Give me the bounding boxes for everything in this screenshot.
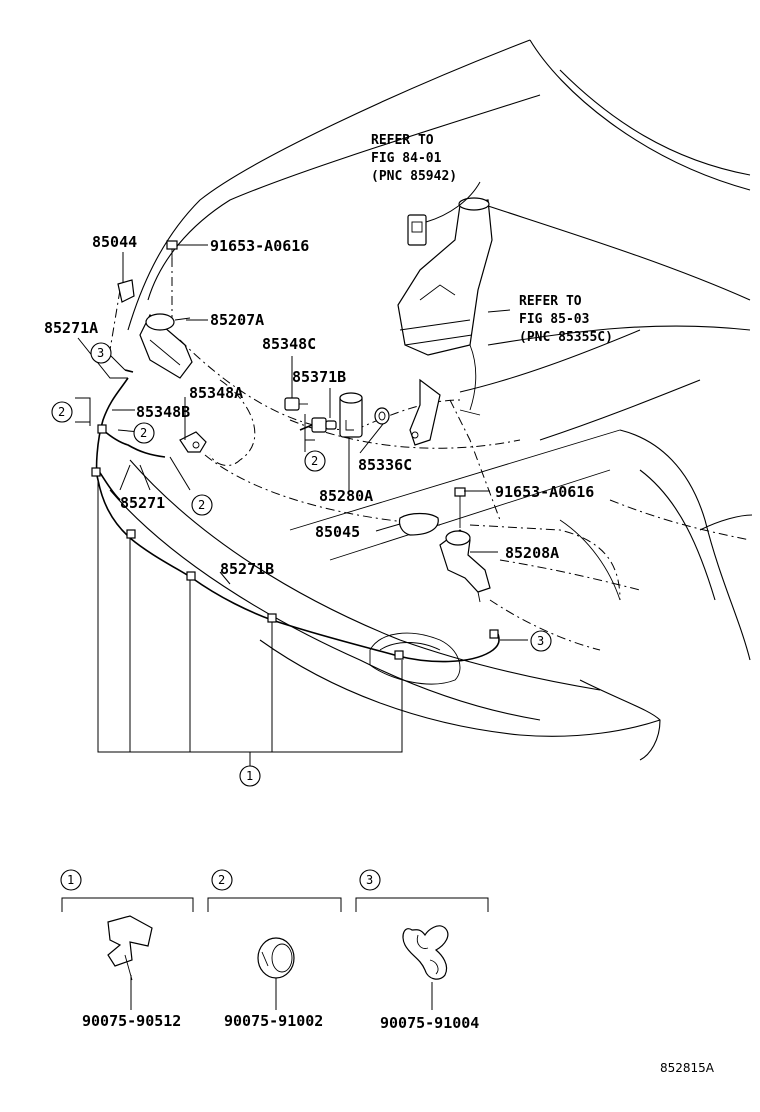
label-85348C: 85348C xyxy=(262,335,316,353)
callout-2-pump: 2 xyxy=(304,450,326,472)
refer-2-line2: FIG 85-03 xyxy=(519,312,589,327)
refer-1-line1: REFER TO xyxy=(371,133,434,148)
label-91653-top: 91653-A0616 xyxy=(210,237,309,255)
callout-2-lower: 2 xyxy=(191,494,213,516)
svg-text:2: 2 xyxy=(311,454,318,468)
label-85336C: 85336C xyxy=(358,456,412,474)
label-85271B: 85271B xyxy=(220,560,274,578)
refer-1-line3: (PNC 85942) xyxy=(371,169,457,184)
label-85271A: 85271A xyxy=(44,319,98,337)
check-valve-85348A xyxy=(179,431,207,453)
bolt-top xyxy=(166,240,178,258)
callout-3-left: 3 xyxy=(90,342,112,364)
callout-circles: 3 2 2 2 2 3 1 xyxy=(51,342,552,787)
figure-code: 852815A xyxy=(660,1061,715,1075)
svg-text:3: 3 xyxy=(97,346,104,360)
hose-clip-icon xyxy=(257,937,295,979)
svg-text:1: 1 xyxy=(67,873,74,887)
legend: 1 90075-90512 2 90075-91002 3 xyxy=(60,869,489,1032)
callout-3-right: 3 xyxy=(530,630,552,652)
legend-part-3: 90075-91004 xyxy=(380,1014,479,1032)
label-85348B: 85348B xyxy=(136,403,190,421)
label-85348A: 85348A xyxy=(189,384,243,402)
label-85045: 85045 xyxy=(315,523,360,541)
spring-clip-icon xyxy=(402,925,449,980)
label-85371B: 85371B xyxy=(292,368,346,386)
washer-tank xyxy=(397,197,493,446)
nozzle-cover-right xyxy=(398,512,439,536)
svg-text:3: 3 xyxy=(537,634,544,648)
check-valve-85348C xyxy=(284,397,308,411)
clamp-icon xyxy=(107,915,153,981)
legend-part-1: 90075-90512 xyxy=(82,1012,181,1030)
washer-hose xyxy=(91,369,500,663)
refer-note-1: REFER TO FIG 84-01 (PNC 85942) xyxy=(371,133,457,184)
joint-85371B xyxy=(299,417,337,433)
part-labels: 85044 91653-A0616 85271A 85207A 85348C 8… xyxy=(44,233,594,578)
headlamp-washer-nozzle-left xyxy=(139,313,193,379)
headlamp-washer-nozzle-right xyxy=(439,487,491,603)
svg-text:2: 2 xyxy=(140,426,147,440)
svg-text:2: 2 xyxy=(218,873,225,887)
washer-pump-assembly xyxy=(339,392,390,438)
svg-text:2: 2 xyxy=(58,405,65,419)
callout-2-left: 2 xyxy=(51,401,73,423)
label-leaders xyxy=(75,181,641,766)
label-85207A: 85207A xyxy=(210,311,264,329)
legend-item-3: 3 90075-91004 xyxy=(355,869,489,1032)
svg-text:2: 2 xyxy=(198,498,205,512)
refer-2-line3: (PNC 85355C) xyxy=(519,330,613,345)
label-85208A: 85208A xyxy=(505,544,559,562)
label-91653-right: 91653-A0616 xyxy=(495,483,594,501)
svg-text:3: 3 xyxy=(366,873,373,887)
svg-text:1: 1 xyxy=(246,769,253,783)
callout-2-center: 2 xyxy=(133,422,155,444)
nozzle-cover xyxy=(117,279,135,303)
legend-part-2: 90075-91002 xyxy=(224,1012,323,1030)
refer-note-2: REFER TO FIG 85-03 (PNC 85355C) xyxy=(519,294,613,345)
label-85271: 85271 xyxy=(120,494,165,512)
refer-1-line2: FIG 84-01 xyxy=(371,151,442,166)
label-85280A: 85280A xyxy=(319,487,373,505)
refer-2-line1: REFER TO xyxy=(519,294,582,309)
vehicle-body-outline xyxy=(109,39,753,761)
legend-item-2: 2 90075-91002 xyxy=(207,869,342,1030)
label-85044: 85044 xyxy=(92,233,137,251)
level-sensor xyxy=(407,214,427,246)
legend-item-1: 1 90075-90512 xyxy=(60,869,194,1030)
callout-1-main: 1 xyxy=(239,765,261,787)
